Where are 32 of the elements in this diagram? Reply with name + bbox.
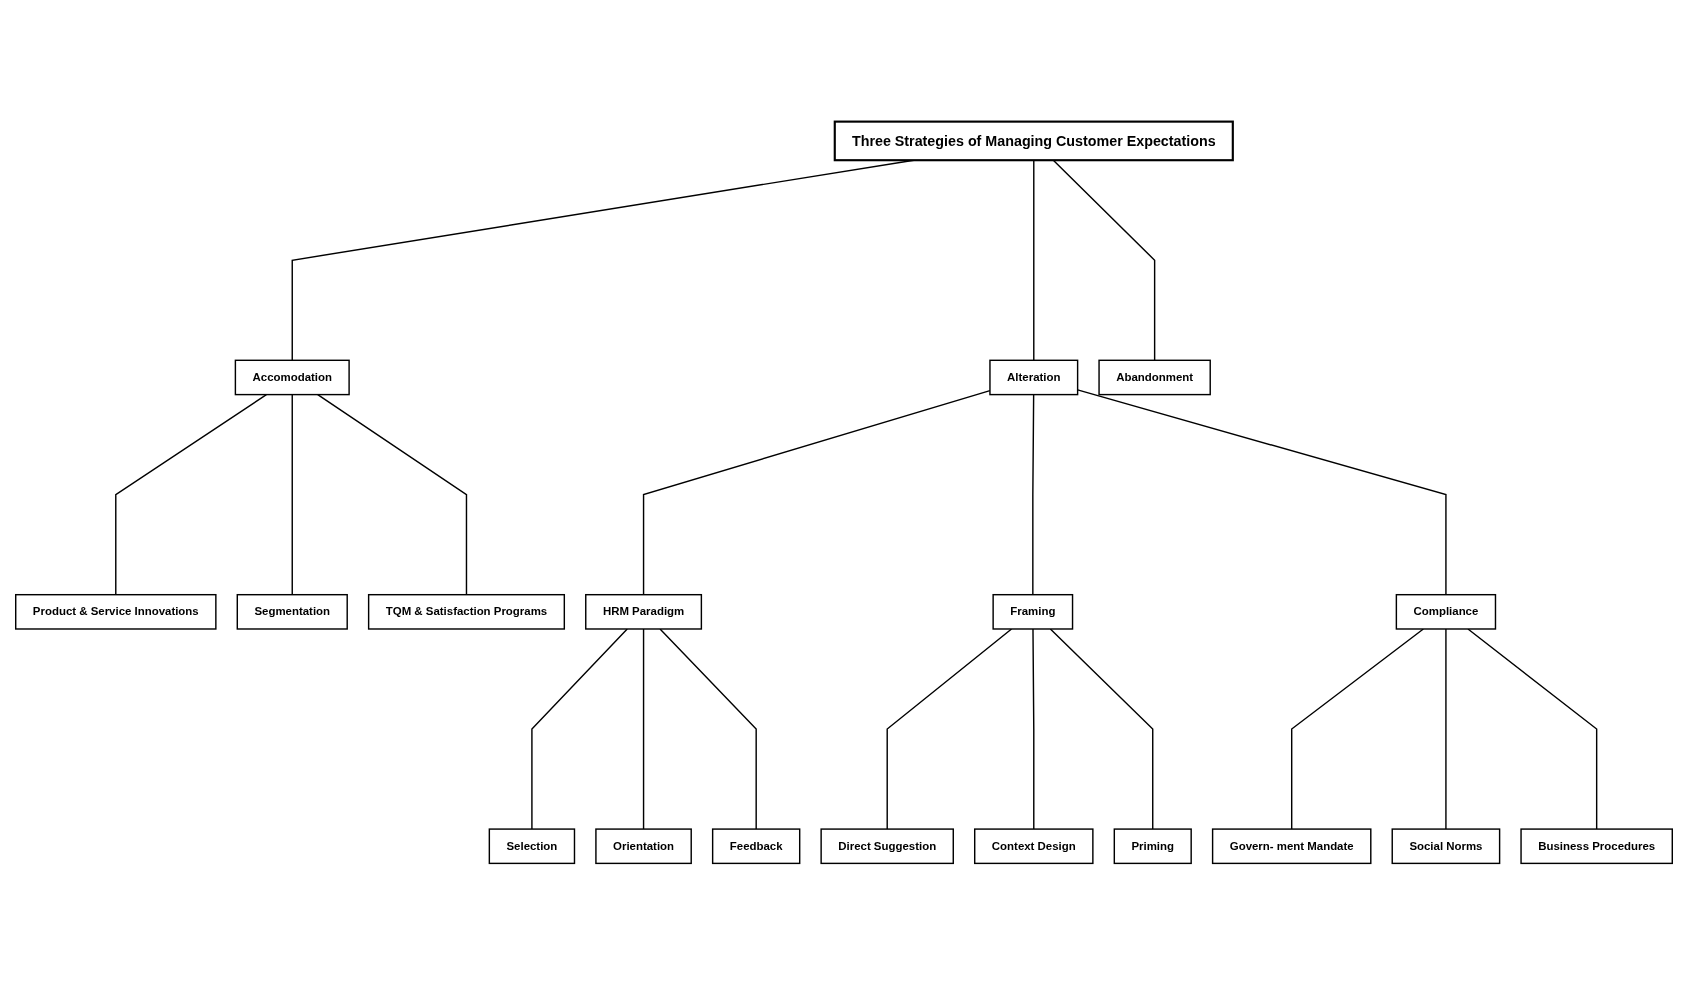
node-box: Three Strategies of Managing Customer Expectations — [833, 120, 1234, 162]
connector — [1291, 628, 1425, 830]
node-box: Priming — [1113, 828, 1192, 865]
node-box: Feedback — [711, 828, 801, 865]
node-box: Compliance — [1395, 593, 1497, 630]
connector — [642, 628, 645, 830]
node-box: Segmentation — [236, 593, 348, 630]
connector — [115, 393, 268, 596]
node-box: Social Norms — [1391, 828, 1501, 865]
node-box: Product & Service Innovations — [15, 593, 217, 630]
node-box: Accomodation — [234, 359, 350, 396]
node-box: Govern- ment Mandate — [1211, 828, 1372, 865]
node-box: Selection — [488, 828, 576, 865]
node-box: Alteration — [989, 359, 1079, 396]
node-box: Business Procedures — [1520, 828, 1673, 865]
connector — [1445, 628, 1447, 830]
node-box: Orientation — [595, 828, 692, 865]
node-box: TQM & Satisfaction Programs — [367, 593, 566, 630]
node-box: Framing — [992, 593, 1074, 630]
node-box: Abandonment — [1098, 359, 1211, 396]
connector — [1032, 628, 1035, 830]
connector — [1032, 393, 1035, 596]
node-box: Context Design — [974, 828, 1094, 865]
connector — [291, 393, 293, 596]
node-box: Direct Suggestion — [820, 828, 954, 865]
node-box: HRM Paradigm — [585, 593, 703, 630]
connector — [1467, 628, 1598, 830]
connector — [886, 628, 1013, 830]
connector — [1049, 628, 1154, 830]
connector — [531, 628, 628, 830]
connector — [659, 628, 757, 830]
connector — [317, 393, 468, 596]
